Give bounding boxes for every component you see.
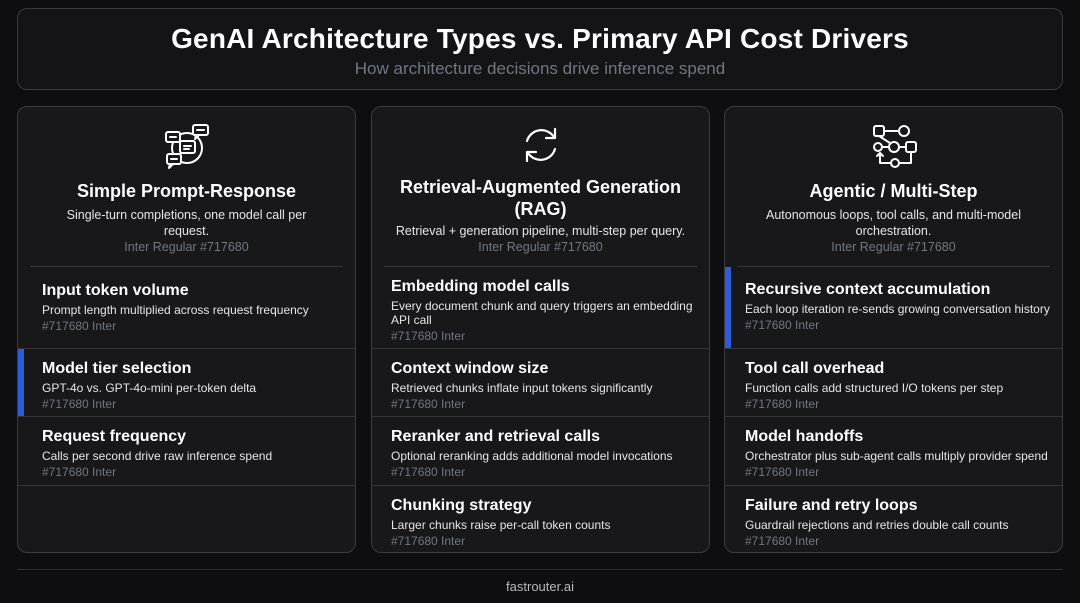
chat-bubbles-icon xyxy=(18,123,355,176)
item-description: Calls per second drive raw inference spe… xyxy=(42,449,273,463)
item-description: Retrieved chunks inflate input tokens si… xyxy=(391,381,653,395)
cost-driver-item-highlighted: Recursive context accumulation Each loop… xyxy=(725,267,1062,349)
item-meta: #717680 Inter xyxy=(391,397,466,411)
item-description: GPT-4o vs. GPT-4o-mini per-token delta xyxy=(42,381,257,395)
refresh-cycle-icon xyxy=(372,123,709,172)
card-divider xyxy=(384,266,697,267)
cost-driver-list: Input token volume Prompt length multipl… xyxy=(18,267,355,486)
card-title: Simple Prompt-Response xyxy=(76,181,297,201)
card-agentic: Agentic / Multi-Step Autonomous loops, t… xyxy=(724,106,1063,553)
cost-driver-item: Tool call overhead Function calls add st… xyxy=(725,349,1062,417)
item-title: Reranker and retrieval calls xyxy=(391,428,601,445)
item-title: Model tier selection xyxy=(42,360,192,377)
card-token-note: Inter Regular #717680 xyxy=(831,240,956,254)
item-description: Guardrail rejections and retries double … xyxy=(745,518,1009,532)
item-meta: #717680 Inter xyxy=(391,534,466,548)
item-meta: #717680 Inter xyxy=(745,318,820,332)
item-title: Context window size xyxy=(391,360,549,377)
item-description: Each loop iteration re-sends growing con… xyxy=(745,302,1050,316)
item-description: Larger chunks raise per-call token count… xyxy=(391,518,611,532)
card-divider xyxy=(737,266,1050,267)
item-title: Recursive context accumulation xyxy=(745,281,991,298)
page-title: GenAI Architecture Types vs. Primary API… xyxy=(171,23,909,54)
item-title: Model handoffs xyxy=(745,428,864,445)
item-description: Orchestrator plus sub-agent calls multip… xyxy=(745,449,1048,463)
footer-divider xyxy=(17,569,1063,570)
cost-driver-list: Recursive context accumulation Each loop… xyxy=(725,267,1062,552)
card-divider xyxy=(30,266,343,267)
item-meta: #717680 Inter xyxy=(391,465,466,479)
cost-driver-item: Reranker and retrieval calls Optional re… xyxy=(372,417,709,486)
cost-driver-item-highlighted: Model tier selection GPT-4o vs. GPT-4o-m… xyxy=(18,349,355,417)
header-panel: GenAI Architecture Types vs. Primary API… xyxy=(17,8,1063,90)
card-description: Retrieval + generation pipeline, multi-s… xyxy=(395,224,686,238)
item-title: Request frequency xyxy=(42,428,187,445)
footer-brand: fastrouter.ai xyxy=(506,579,574,594)
item-meta: #717680 Inter xyxy=(42,465,117,479)
card-title: Agentic / Multi-Step xyxy=(809,181,978,201)
card-rag: Retrieval-Augmented Generation (RAG) Ret… xyxy=(371,106,710,553)
card-token-note: Inter Regular #717680 xyxy=(478,240,603,254)
card-simple-prompt-response: Simple Prompt-Response Single-turn compl… xyxy=(17,106,356,553)
item-title: Input token volume xyxy=(42,282,189,299)
cost-driver-item: Input token volume Prompt length multipl… xyxy=(18,267,355,349)
cost-driver-item: Request frequency Calls per second drive… xyxy=(18,417,355,486)
cost-driver-item: Embedding model calls Every document chu… xyxy=(372,267,709,349)
item-title: Tool call overhead xyxy=(745,360,885,377)
page-subtitle: How architecture decisions drive inferen… xyxy=(354,59,726,78)
workflow-nodes-icon xyxy=(725,123,1062,176)
item-description: Optional reranking adds additional model… xyxy=(391,449,673,463)
item-meta: #717680 Inter xyxy=(42,319,117,333)
item-title: Chunking strategy xyxy=(391,497,532,514)
card-description: Autonomous loops, tool calls, and multi-… xyxy=(766,208,1021,238)
item-meta: #717680 Inter xyxy=(42,397,117,411)
cost-driver-item: Model handoffs Orchestrator plus sub-age… xyxy=(725,417,1062,486)
item-meta: #717680 Inter xyxy=(745,465,820,479)
cost-driver-item: Failure and retry loops Guardrail reject… xyxy=(725,486,1062,552)
card-title: Retrieval-Augmented Generation (RAG) xyxy=(399,177,682,219)
item-description: Function calls add structured I/O tokens… xyxy=(745,381,1004,395)
item-title: Embedding model calls xyxy=(391,278,570,295)
cost-driver-item: Chunking strategy Larger chunks raise pe… xyxy=(372,486,709,552)
card-description: Single-turn completions, one model call … xyxy=(66,208,307,238)
cost-driver-item: Context window size Retrieved chunks inf… xyxy=(372,349,709,417)
cost-driver-list: Embedding model calls Every document chu… xyxy=(372,267,709,552)
card-token-note: Inter Regular #717680 xyxy=(124,240,249,254)
item-title: Failure and retry loops xyxy=(745,497,918,514)
item-description: Prompt length multiplied across request … xyxy=(42,303,309,317)
item-meta: #717680 Inter xyxy=(745,397,820,411)
item-description: Every document chunk and query triggers … xyxy=(391,299,693,327)
item-meta: #717680 Inter xyxy=(745,534,820,548)
item-meta: #717680 Inter xyxy=(391,329,466,343)
